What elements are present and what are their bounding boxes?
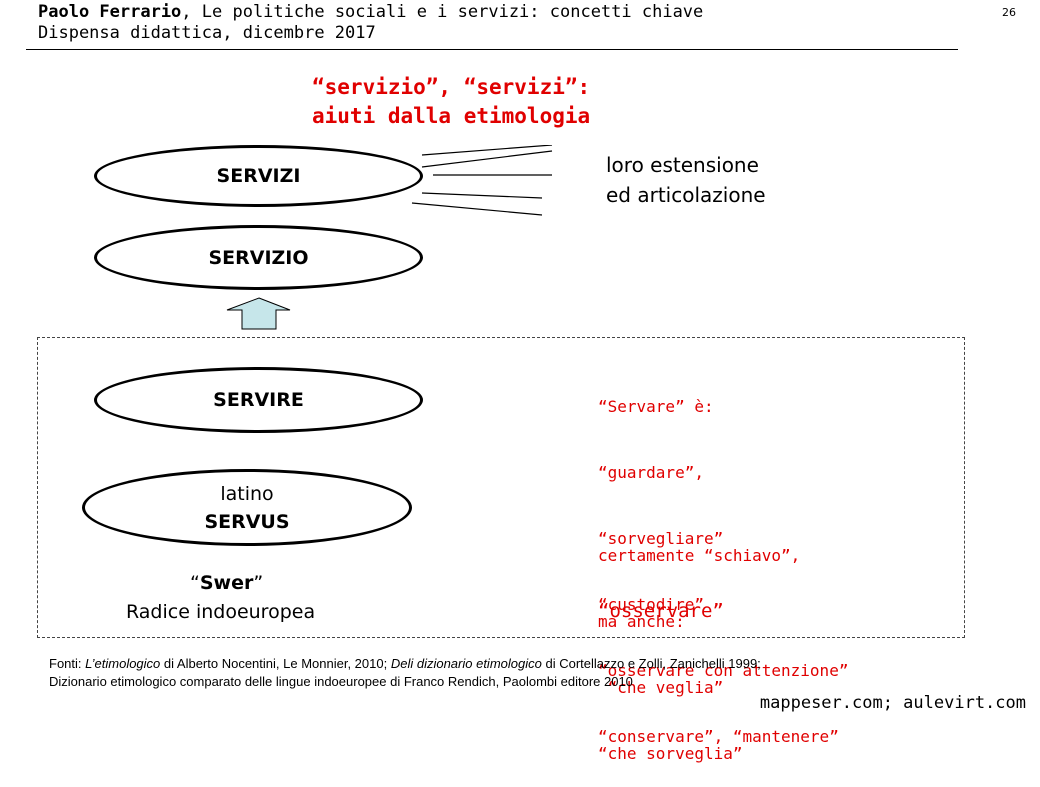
servare-line: “sorvegliare” <box>598 529 724 548</box>
up-arrow-icon <box>226 297 291 330</box>
servizio-label: SERVIZIO <box>208 246 309 269</box>
radice-label: Radice indoeuropea <box>126 601 316 623</box>
header-title: , Le politiche sociali e i servizi: conc… <box>181 2 704 22</box>
servare-line: “guardare”, <box>598 463 704 482</box>
slide-title: “servizio”, “servizi”: aiuti dalla etimo… <box>312 73 590 131</box>
swer-open-quote: “ <box>190 572 200 594</box>
servizio-ellipse: SERVIZIO <box>94 225 423 290</box>
swer-word: Swer <box>199 572 254 594</box>
swer-root: “Swer” <box>190 572 263 594</box>
title-line-2: aiuti dalla etimologia <box>312 104 591 128</box>
servire-ellipse: SERVIRE <box>94 367 423 433</box>
schiavo-list: certamente “schiavo”, ma anche: “che veg… <box>598 501 800 787</box>
servizi-ellipse: SERVIZI <box>94 145 423 207</box>
etymology-dashed-box <box>37 337 965 638</box>
servus-line-2: SERVUS <box>204 510 290 533</box>
schiavo-line: “che veglia” <box>598 678 724 697</box>
header-author: Paolo Ferrario <box>38 2 182 22</box>
estensione-text: loro estensione ed articolazione <box>606 150 766 210</box>
header-divider <box>26 49 958 50</box>
page-number: 26 <box>1002 6 1016 19</box>
swer-close-quote: ” <box>253 572 264 594</box>
footer-sites: mappeser.com; aulevirt.com <box>759 693 1026 713</box>
osservare-label: “osservare” <box>598 600 724 622</box>
fonti-line-2: Dizionario etimologico comparato delle l… <box>49 674 633 689</box>
slide-header: Paolo Ferrario, Le politiche sociali e i… <box>38 2 703 44</box>
fonti-mid-1: di Alberto Nocentini, Le Monnier, 2010; <box>160 656 391 671</box>
servire-label: SERVIRE <box>213 389 304 411</box>
estensione-line-2: ed articolazione <box>606 183 766 207</box>
servare-line: “Servare” è: <box>598 397 714 416</box>
fonti-prefix: Fonti: <box>49 656 86 671</box>
schiavo-line: ma anche: <box>598 612 685 631</box>
servus-line-1: latino <box>220 482 274 505</box>
fonti-mid-2: di Cortellazzo e Zolli, Zanichelli 1999; <box>541 656 761 671</box>
servus-ellipse: latino SERVUS <box>82 469 412 546</box>
schiavo-line: “che sorveglia” <box>598 744 743 763</box>
servizi-label: SERVIZI <box>216 165 301 187</box>
estensione-line-1: loro estensione <box>606 153 759 177</box>
title-line-1: “servizio”, “servizi”: <box>312 75 591 99</box>
fonti-work-2: Deli dizionario etimologico <box>390 656 542 671</box>
sources-note: Fonti: L’etimologico di Alberto Nocentin… <box>49 655 761 691</box>
schiavo-line: certamente “schiavo”, <box>598 546 801 565</box>
servare-line: “osservare con attenzione” <box>598 661 849 680</box>
header-subtitle: Dispensa didattica, dicembre 2017 <box>38 23 376 43</box>
radiating-lines <box>411 145 553 216</box>
fonti-work-1: L’etimologico <box>85 656 161 671</box>
servare-list: “Servare” è: “guardare”, “sorvegliare” “… <box>598 352 848 770</box>
servare-line: “custodire” <box>598 595 704 614</box>
